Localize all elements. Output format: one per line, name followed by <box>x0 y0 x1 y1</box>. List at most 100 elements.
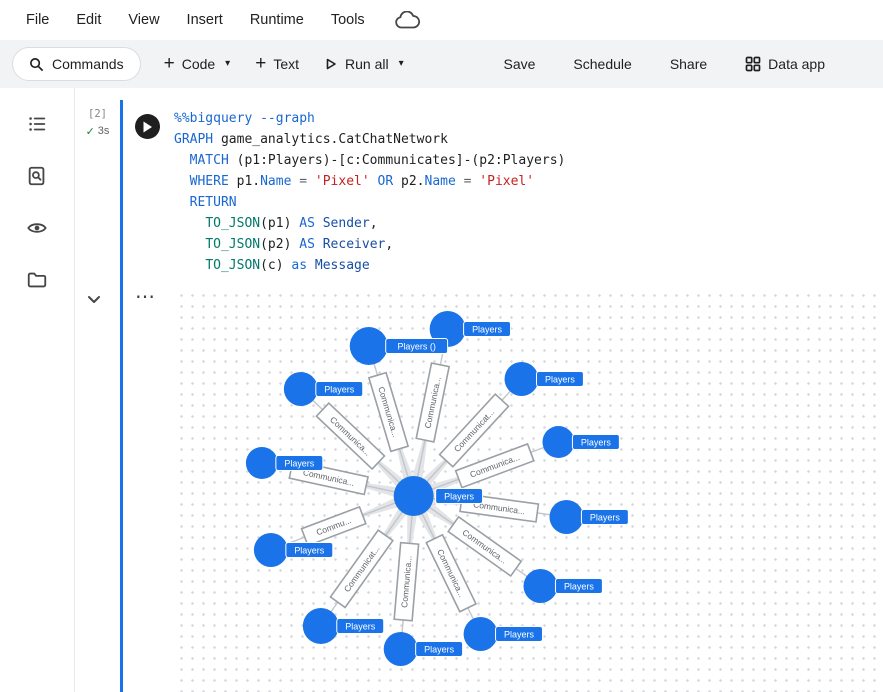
svg-text:Players: Players <box>504 629 534 639</box>
node-label: Players <box>285 542 334 558</box>
node-label: Players <box>315 381 364 397</box>
svg-text:Players: Players <box>294 545 324 555</box>
node-label: Players <box>275 455 324 471</box>
graph-node[interactable] <box>349 327 388 365</box>
graph-node[interactable] <box>245 447 278 479</box>
data-app-grid-icon <box>745 56 761 72</box>
svg-text:Communica...: Communica... <box>399 555 413 608</box>
code-line: TO_JSON(p2) AS Receiver, <box>205 237 394 252</box>
menubar: File Edit View Insert Runtime Tools <box>0 0 883 40</box>
notebook-area: [2] ✓ 3s %%b <box>75 88 883 692</box>
play-icon <box>143 121 152 132</box>
svg-text:Players: Players <box>444 491 474 501</box>
main-area: [2] ✓ 3s %%b <box>0 88 883 692</box>
more-options-button[interactable]: ⋯ <box>135 286 156 308</box>
svg-text:Players: Players <box>590 512 620 522</box>
graph-node[interactable] <box>383 632 418 666</box>
table-of-contents-button[interactable] <box>17 104 57 144</box>
share-button[interactable]: Share <box>660 48 717 80</box>
graph-node[interactable] <box>283 372 318 406</box>
graph-node[interactable] <box>463 617 498 651</box>
save-label: Save <box>503 56 536 72</box>
svg-text:Players: Players <box>284 458 314 468</box>
menu-tools[interactable]: Tools <box>330 12 365 28</box>
menu-edit[interactable]: Edit <box>76 12 102 28</box>
find-replace-button[interactable] <box>17 156 57 196</box>
chevron-down-icon <box>88 296 100 303</box>
graph-node[interactable] <box>302 608 339 644</box>
code-line: WHERE p1.Name = 'Pixel' OR p2.Name = 'Pi… <box>189 174 535 189</box>
add-code-button[interactable]: + Code ▾ <box>154 48 241 80</box>
node-label: Players <box>535 371 584 387</box>
commands-button[interactable]: Commands <box>12 47 141 81</box>
graph-node[interactable] <box>504 362 539 396</box>
code-line: %%bigquery --graph <box>174 111 315 126</box>
edge-label: Communica... <box>393 541 420 622</box>
collapse-output-button[interactable] <box>87 292 101 307</box>
execution-status: ✓ 3s <box>75 125 120 138</box>
code-line: RETURN <box>189 195 237 210</box>
code-line: TO_JSON(c) as Message <box>205 258 370 273</box>
play-outline-icon <box>326 58 336 70</box>
svg-text:Players: Players <box>324 384 354 394</box>
plus-icon: + <box>255 53 267 74</box>
save-button[interactable]: Save <box>494 48 546 80</box>
share-label: Share <box>669 56 708 72</box>
execution-count: [2] <box>88 108 107 120</box>
graph-node[interactable] <box>542 426 575 458</box>
left-sidebar <box>0 88 75 692</box>
toc-icon <box>29 117 46 131</box>
add-text-label: Text <box>273 56 299 72</box>
edge-label: Communica... <box>367 371 410 453</box>
graph-node-center[interactable] <box>393 476 434 516</box>
node-label: Players <box>580 509 629 525</box>
graph-svg[interactable]: Communica...Communica...Communicat...Com… <box>176 290 883 692</box>
menu-insert[interactable]: Insert <box>186 12 223 28</box>
node-label: Players <box>415 641 464 657</box>
svg-text:Communica...: Communica... <box>460 527 508 565</box>
files-button[interactable] <box>17 260 57 300</box>
run-cell-button[interactable] <box>135 114 160 139</box>
menu-file[interactable]: File <box>26 12 50 28</box>
graph-node[interactable] <box>253 533 288 567</box>
menu-view[interactable]: View <box>128 12 160 28</box>
cloud-save-icon <box>394 11 420 29</box>
data-app-button[interactable]: Data app <box>735 48 835 80</box>
node-label: Players () <box>385 338 449 354</box>
eye-icon <box>27 223 47 233</box>
svg-text:Players (): Players () <box>397 341 435 351</box>
chevron-down-icon: ▾ <box>398 58 404 69</box>
node-label: Players <box>463 321 512 337</box>
node-label: Players <box>554 578 603 594</box>
cell-output: ⋯ Communica...Communica...Communicat...C… <box>123 286 883 692</box>
svg-text:Players: Players <box>345 621 375 631</box>
output-gutter: ⋯ <box>123 286 176 692</box>
secrets-button[interactable] <box>17 208 57 248</box>
code-line: TO_JSON(p1) AS Sender, <box>205 216 378 231</box>
schedule-button[interactable]: Schedule <box>563 48 641 80</box>
run-all-button[interactable]: Run all ▾ <box>314 48 414 80</box>
execution-time: 3s <box>97 125 110 137</box>
graph-output-panel[interactable]: Communica...Communica...Communicat...Com… <box>176 290 883 692</box>
edge-label: Commu... <box>300 505 367 547</box>
chevron-down-icon: ▾ <box>225 58 231 69</box>
menu-runtime[interactable]: Runtime <box>249 12 304 28</box>
node-label: Players <box>336 618 385 634</box>
edge-label: Communica... <box>415 362 451 443</box>
svg-text:Players: Players <box>564 581 594 591</box>
code-line: GRAPH game_analytics.CatChatNetwork <box>174 132 448 147</box>
graph-node[interactable] <box>549 500 584 534</box>
commands-label: Commands <box>52 56 124 72</box>
add-text-button[interactable]: + Text <box>245 48 309 80</box>
node-label: Players <box>435 488 484 504</box>
check-icon: ✓ <box>85 126 95 138</box>
search-icon <box>30 57 44 71</box>
code-line: MATCH (p1:Players)-[c:Communicates]-(p2:… <box>189 153 566 168</box>
add-code-label: Code <box>181 56 216 72</box>
svg-text:Communicat...: Communicat... <box>452 407 496 454</box>
svg-text:Players: Players <box>545 374 575 384</box>
graph-node[interactable] <box>523 569 558 603</box>
